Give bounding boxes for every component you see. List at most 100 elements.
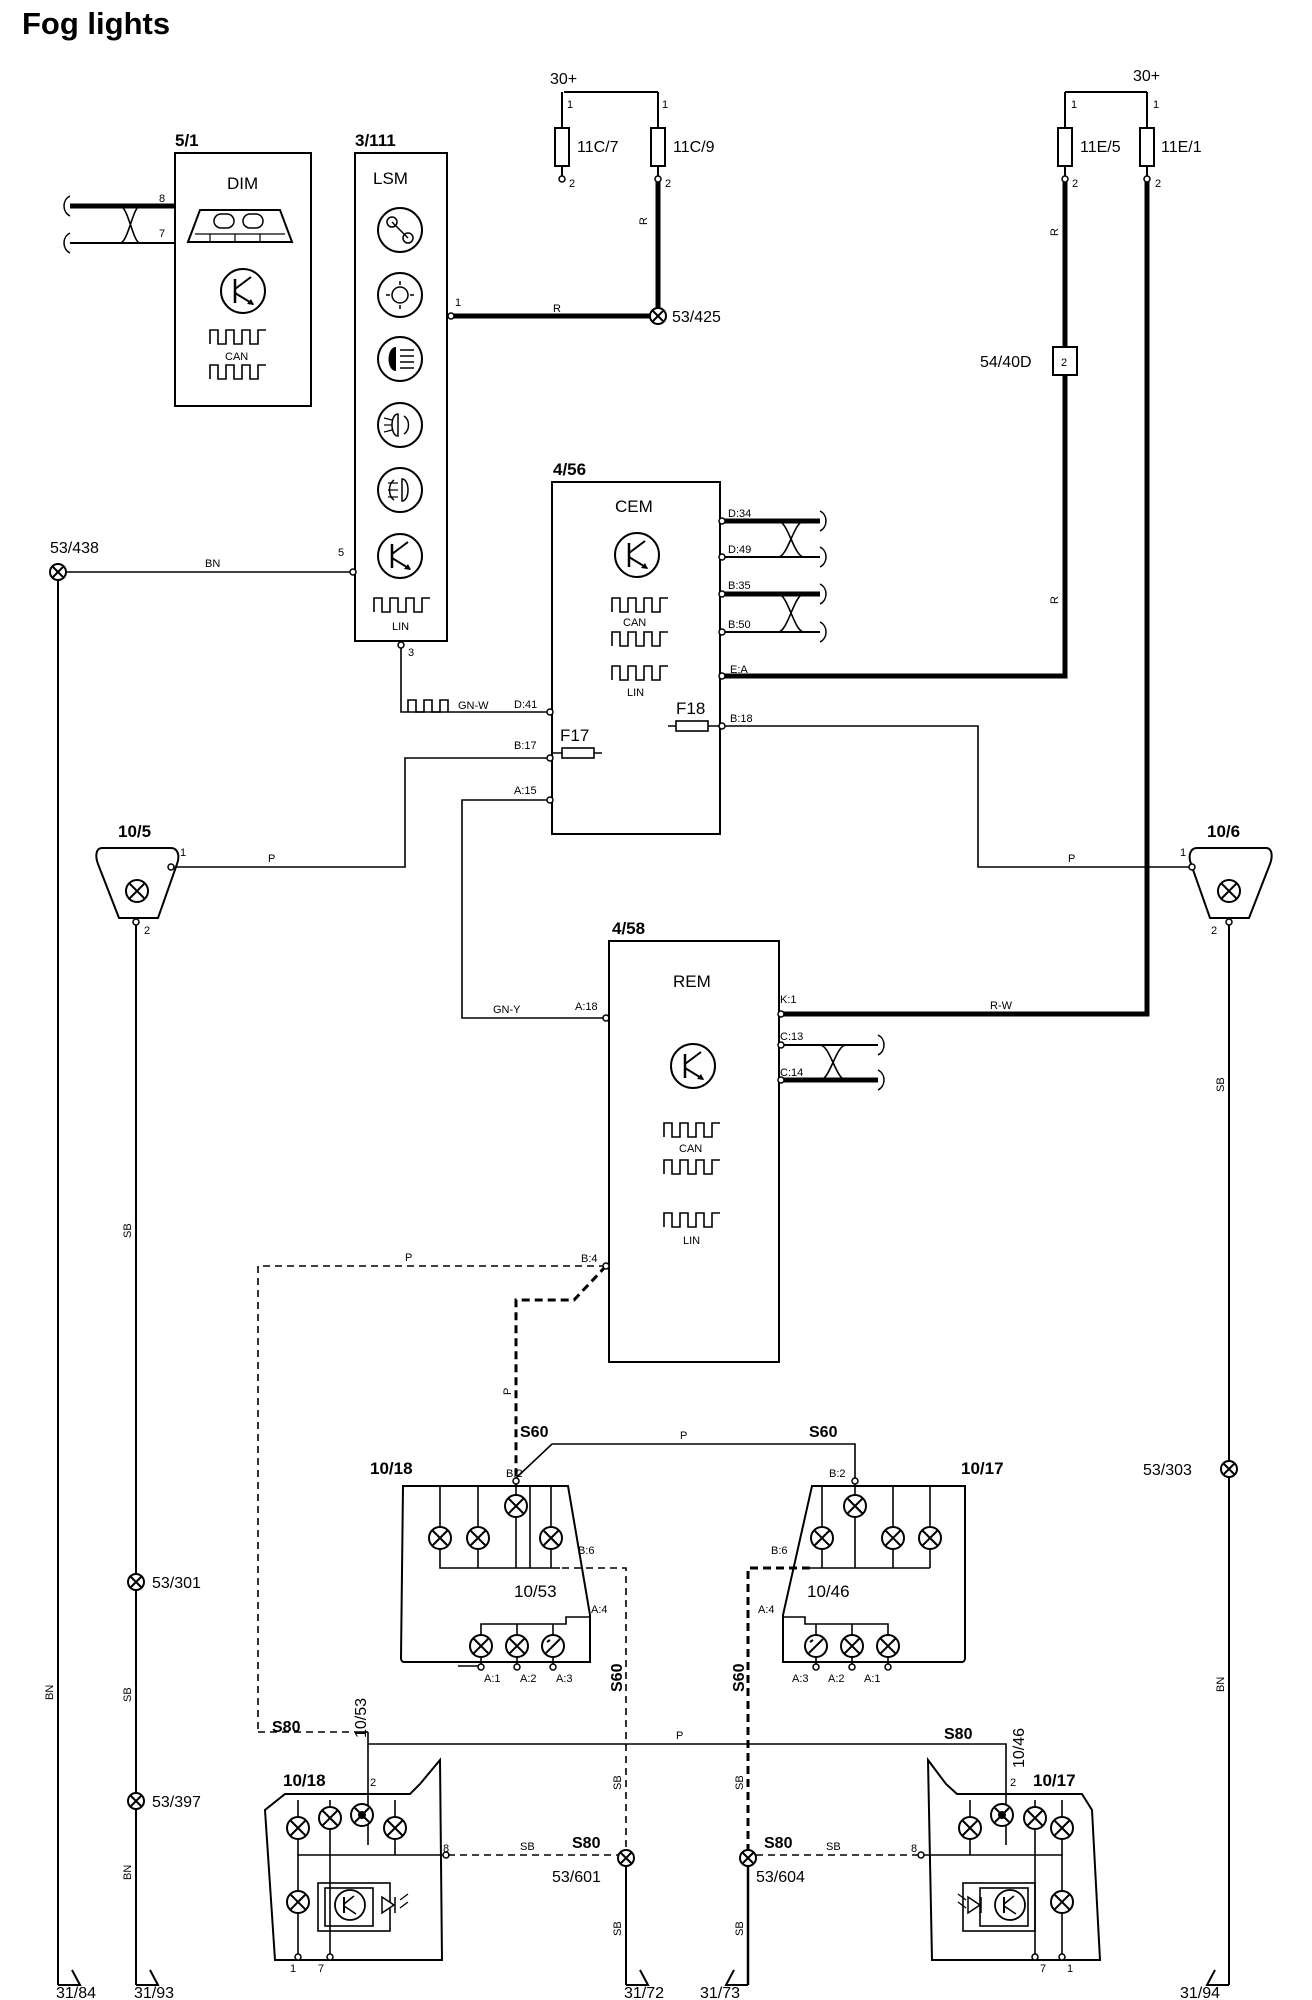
fuse-f18: F18 [668,699,720,732]
splice-53-303 [1220,1460,1238,1478]
splice-53-301-label: 53/301 [152,1575,201,1592]
cem-pin-b18: B:18 [730,713,753,725]
front-fog-right-ref: 10/6 [1207,822,1240,841]
splice-53-425-label: 53/425 [672,309,721,326]
wire-color-r-1: R [638,217,650,225]
front-fog-left-pin-1: 1 [180,847,186,859]
splice-53-303-label: 53/303 [1143,1462,1192,1479]
splice-53-438 [49,563,67,581]
ground-31-93-label: 31/93 [134,1985,174,2000]
fuse-11c9-pin-2: 2 [665,178,671,190]
wire-color-sb-6: SB [520,1841,535,1853]
s80-right-pin-1: 1 [1067,1963,1073,1975]
s80-right-pin-2: 2 [1010,1777,1016,1789]
cem-bus-wires [718,510,827,680]
fuse-11c9-pin-1: 1 [662,99,668,111]
rem-pin-c13: C:13 [780,1031,803,1043]
splice-53-604-label: 53/604 [756,1869,805,1886]
lsm-pin-3: 3 [408,647,414,659]
fuse-11e5-pin-1: 1 [1071,99,1077,111]
rear-lamp-right-s80: 10/17 2 [911,1756,1102,1975]
s80-left-pin-2: 2 [370,1777,376,1789]
wire-rw-rem: R-W [781,182,1150,1017]
s80-right-lead-ref: 10/46 [1011,1728,1028,1768]
wire-color-p-3: P [405,1252,412,1264]
rem-can-label: CAN [679,1143,702,1155]
wire-color-p-5: P [680,1430,687,1442]
rear-fog-icon [377,467,423,513]
s60-label-1: S60 [520,1424,549,1441]
wire-color-p-4: P [502,1388,514,1395]
fuse-11c7-pin-2: 2 [569,178,575,190]
dim-pin-8: 8 [159,193,165,205]
wire-color-r-4: R [1049,596,1061,604]
front-fog-right-pin-1: 1 [1180,847,1186,859]
fuse-11e5-ref: 11E/5 [1080,139,1121,156]
splice-53-438-label: 53/438 [50,540,99,557]
lsm-ecu-icon [376,532,424,580]
cem-pin-b35: B:35 [728,580,751,592]
splice-53-601 [617,1849,635,1867]
light-switch-icon [377,272,423,318]
wire-r-lsm: R R [447,182,661,320]
rear-right-sub-ref: 10/46 [807,1582,850,1601]
dim-module: 5/1 DIM CAN 8 7 [159,131,312,407]
lsm-name: LSM [373,169,408,188]
rear-lamp-right-s60: 10/17 B:2 B:6 10/46 A:4 [758,1459,1004,1685]
s60-label-4: S60 [731,1663,748,1692]
s80-right-ref: 10/17 [1033,1771,1076,1790]
cem-pin-d41: D:41 [514,699,537,711]
s80-label-2: S80 [944,1726,973,1743]
cem-pin-a15: A:15 [514,785,537,797]
wire-color-sb-1: SB [122,1223,134,1238]
ground-31-94-label: 31/94 [1180,1985,1220,2000]
wire-color-p-6: P [676,1730,683,1742]
front-fog-left-ref: 10/5 [118,822,151,841]
rem-pin-c14: C:14 [780,1067,803,1079]
s80-right-bulb-monitor-icon [957,1889,1026,1921]
headlight-icon [377,336,423,382]
rem-bus-wires [777,1010,885,1091]
ground-31-73: 31/73 [700,1969,748,2000]
lsm-ref: 3/111 [355,131,396,150]
wire-color-gnw: GN-W [458,700,489,712]
wire-color-sb-8: SB [612,1921,624,1936]
wire-p-front-left: P [167,754,554,871]
rear-right-pin-a3: A:3 [792,1673,809,1685]
rear-left-pin-a3: A:3 [556,1673,573,1685]
s60-label-3: S60 [609,1663,626,1692]
rem-pin-k1: K:1 [780,994,797,1006]
cem-lin-label: LIN [627,687,644,699]
cem-ecu-icon [613,531,661,579]
lsm-module: 3/111 LSM [338,131,461,659]
fuse-11e1-ref: 11E/1 [1161,139,1202,156]
rear-lamp-left-s80: S80 P S80 10/53 10/46 10/18 2 [258,1698,1028,1975]
dim-can-bus-wires [63,195,175,254]
wire-color-sb-5: SB [734,1775,746,1790]
rear-left-pin-a4: A:4 [591,1604,608,1616]
ground-31-72: 31/72 [624,1969,664,2000]
lsm-pin-5: 5 [338,547,344,559]
dim-ecu-icon [219,267,267,315]
s80-left-pin-8: 8 [443,1843,449,1855]
wire-p-rem-rear: P P S60 P S60 [257,1252,856,1732]
cem-module: 4/56 CEM CAN LIN D:34 D:49 B:35 B:50 E:A… [514,460,753,835]
ground-31-73-label: 31/73 [700,1985,740,2000]
splice-53-604 [739,1849,757,1867]
front-fog-right: 10/6 1 2 [1180,822,1273,937]
rear-lamp-right-s60-ref: 10/17 [961,1459,1004,1478]
fuse-11c7: 1 2 11C/7 [554,92,619,190]
fuse-11e1-pin-2: 2 [1155,178,1161,190]
fuse-f18-label: F18 [676,699,705,718]
rear-right-pin-a1: A:1 [864,1673,881,1685]
ground-31-84-label: 31/84 [56,1985,96,2000]
wire-color-r-3: R [1049,228,1061,236]
rear-left-pin-b2: B:2 [506,1468,523,1480]
splice-53-397 [127,1792,145,1810]
s80-left-rear-fog-lamp-icon [350,1803,374,1827]
s80-label-1: S80 [272,1719,301,1736]
wire-color-bn-4: BN [1215,1677,1227,1692]
diagram-title: Fog lights [22,6,171,41]
wire-color-r-2: R [553,303,561,315]
rem-module: 4/58 REM CAN LIN K:1 C:13 C:14 A:18 B:4 [575,919,803,1363]
